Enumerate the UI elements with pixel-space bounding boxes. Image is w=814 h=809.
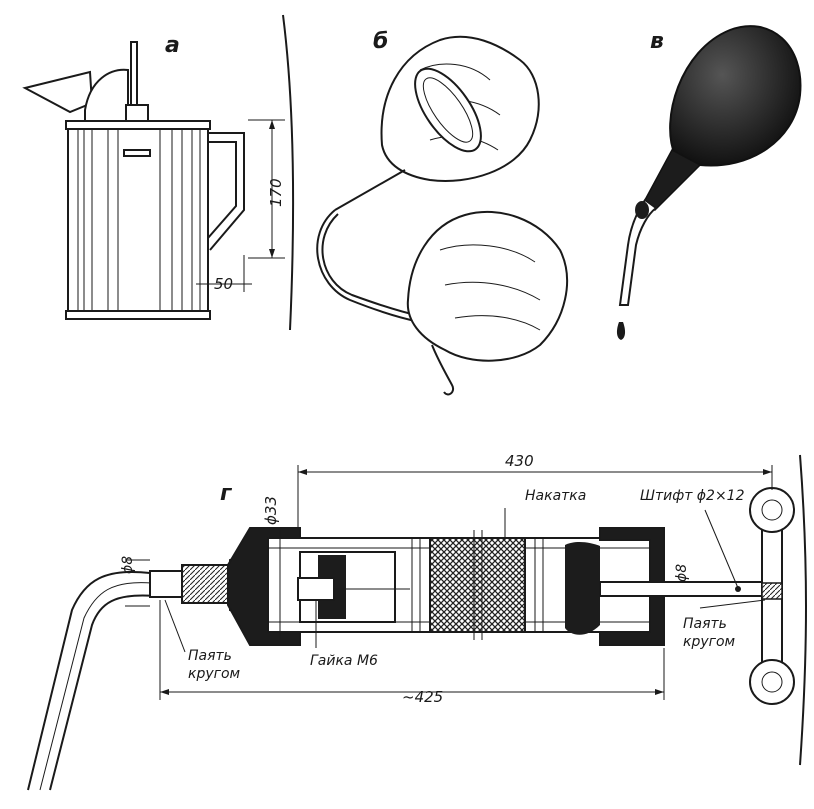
label-solder-left: Паять кругом: [164, 599, 241, 682]
oiler-hose-inner: [321, 213, 421, 317]
dim-430: 430: [297, 452, 773, 530]
t-handle-knob-bottom: [749, 659, 795, 705]
lower-hand: [406, 210, 568, 362]
oiler-hose: [316, 209, 421, 323]
oiler-cup: [414, 67, 482, 153]
panel-a-oil-can: а 170: [22, 14, 295, 331]
solder-left-line1: Паять: [188, 648, 232, 664]
t-handle-knob-top: [749, 487, 795, 533]
knurl-text: Накатка: [525, 488, 586, 504]
dim-425: ~425: [159, 600, 665, 706]
dim-425-text: ~425: [402, 688, 443, 706]
panel-v-letter: в: [650, 29, 664, 54]
lower-finger-lines: [439, 244, 541, 331]
nut-text: Гайка М6: [310, 653, 378, 669]
outlet-tube-center: [39, 582, 153, 791]
dim-50-text: 50: [214, 275, 233, 293]
nozzle-ring: [635, 201, 649, 219]
dim-170: 170: [248, 119, 285, 259]
pin-hole: [735, 586, 741, 592]
panel-b-letter: б: [373, 29, 388, 54]
solder-right-line1: Паять: [683, 616, 727, 632]
torn-section: [565, 542, 600, 635]
dim-dia-8-tube: ϕ8: [120, 556, 150, 607]
grip-rings: [411, 530, 544, 640]
dim-dia-8-rod: ϕ8: [674, 564, 690, 582]
pin-text: Штифт ϕ2×12: [640, 488, 745, 504]
panel-g-letter: г: [220, 481, 233, 506]
knurled-grip: [429, 537, 526, 633]
can-ribs: [77, 130, 201, 310]
oiler-nozzle: [334, 169, 406, 211]
label-solder-right: Паять кругом: [683, 599, 766, 650]
dim-dia-8-rod-text: ϕ8: [674, 564, 690, 582]
solder-left-line2: кругом: [188, 666, 241, 682]
spout: [22, 70, 94, 114]
label-pin: Штифт ϕ2×12: [640, 488, 745, 589]
dim-dia-8-tube-text: ϕ8: [120, 556, 136, 574]
can-slot: [123, 149, 151, 157]
panel-a-letter: а: [165, 33, 180, 58]
can-rim-top: [65, 120, 211, 130]
panel-v-rubber-bulb: в: [616, 25, 802, 340]
solder-right-line2: кругом: [683, 634, 736, 650]
outlet-tube-bottom: [49, 594, 156, 791]
lid-rod: [130, 41, 138, 113]
can-rim-bottom: [65, 310, 211, 320]
plunger-rod: [599, 581, 781, 597]
handle-hub: [761, 582, 783, 600]
dim-dia-33-text: ϕ33: [262, 496, 280, 525]
nozzle-fitting: [149, 570, 183, 598]
bulb: [669, 25, 802, 167]
label-knurl: Накатка: [504, 488, 586, 540]
bulb-nozzle: [618, 198, 658, 306]
dim-50: 50: [196, 255, 252, 293]
oil-drop-v: [616, 322, 626, 340]
panel-b-hand-oiler: б: [316, 29, 568, 396]
can-handle-outer: [208, 132, 245, 251]
nozzle-nut: [181, 564, 231, 604]
nut-m6: [297, 577, 335, 601]
label-nut: Гайка М6: [310, 600, 378, 669]
outlet-tube-top: [27, 570, 151, 791]
dim-430-text: 430: [505, 452, 534, 470]
right-edge-line: [799, 454, 807, 766]
separator-line: [282, 14, 295, 331]
dim-170-text: 170: [267, 178, 285, 207]
panel-g-syringe-section: г: [27, 452, 807, 791]
dim-dia-33: ϕ33: [262, 496, 281, 640]
can-handle-inner: [207, 141, 237, 239]
spout-base: [84, 68, 129, 123]
oil-drop-b: [431, 344, 454, 396]
